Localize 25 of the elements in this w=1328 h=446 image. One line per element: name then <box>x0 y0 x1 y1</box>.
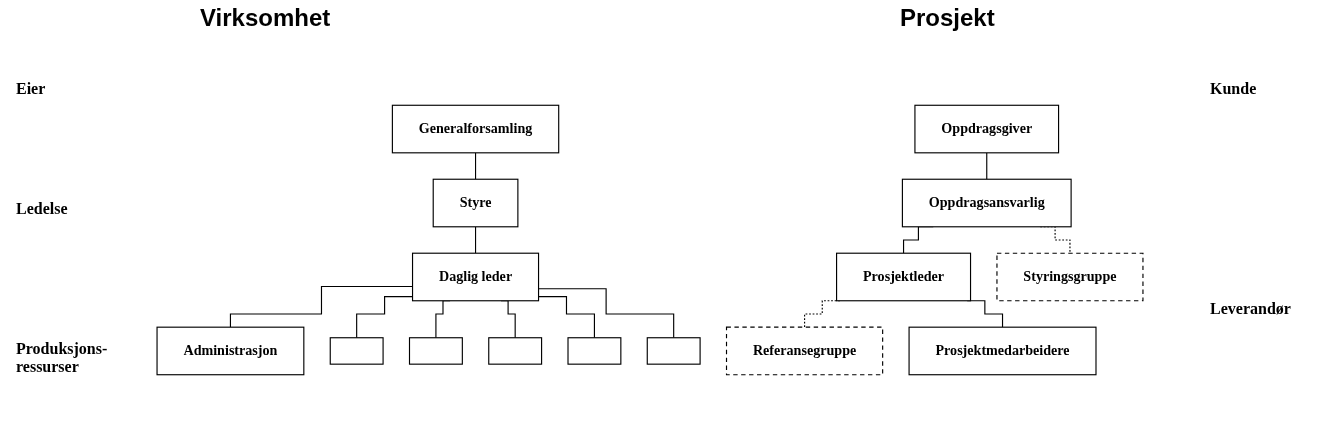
node-box <box>329 337 384 365</box>
node-box <box>567 337 622 365</box>
section-heading: Prosjekt <box>900 4 995 32</box>
node-box <box>408 337 463 365</box>
section-heading: Virksomhet <box>200 4 331 32</box>
node-box: Styringsgruppe <box>996 252 1144 302</box>
level-label: Kunde <box>1210 80 1257 98</box>
connector <box>986 152 988 180</box>
level-label: Ledelse <box>16 200 68 218</box>
node-box: Oppdragsgiver <box>914 104 1060 154</box>
node-box: Prosjektmedarbeidere <box>908 326 1097 376</box>
node-box: Prosjektleder <box>836 252 972 302</box>
node-box: Administrasjon <box>156 326 305 376</box>
level-label: Produksjons- ressurser <box>16 340 109 376</box>
node-box: Referansegruppe <box>725 326 884 376</box>
node-box: Styre <box>432 178 519 228</box>
level-label: Leverandør <box>1210 300 1291 318</box>
node-box <box>646 337 701 365</box>
node-box: Generalforsamling <box>391 104 560 154</box>
node-box: Daglig leder <box>411 252 540 302</box>
level-label: Eier <box>16 80 46 98</box>
connector <box>474 226 477 254</box>
connector <box>474 152 477 180</box>
node-box <box>488 337 543 365</box>
node-box: Oppdragsansvarlig <box>901 178 1072 228</box>
